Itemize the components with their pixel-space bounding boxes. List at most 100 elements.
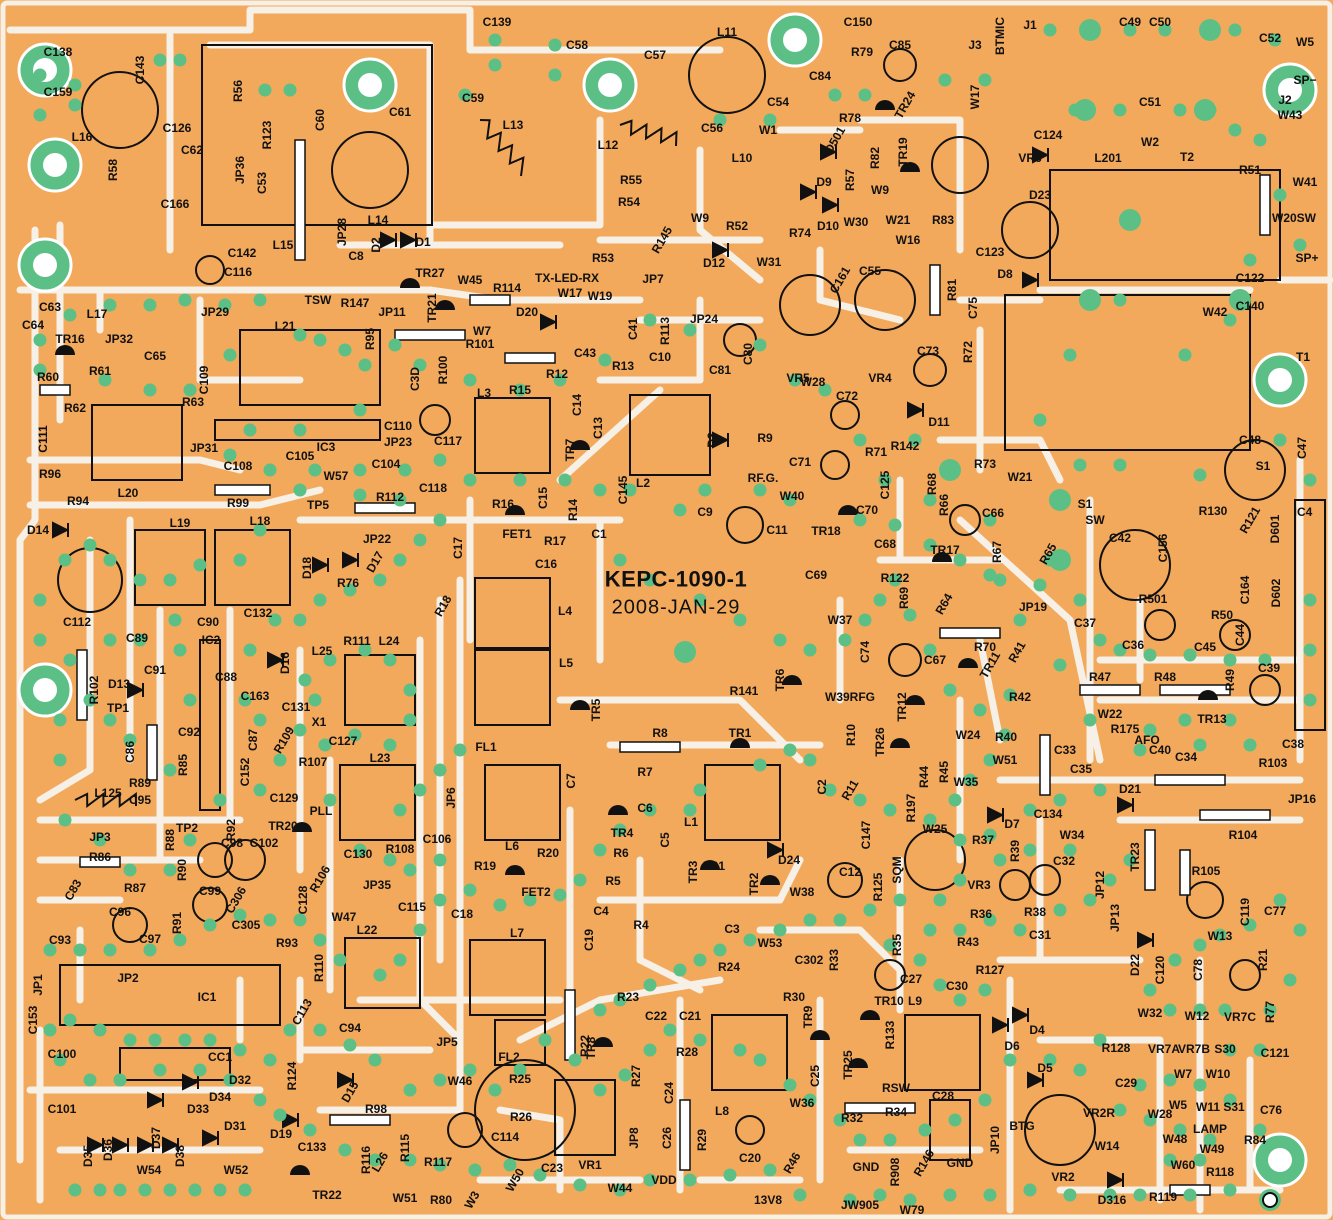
solder-pad: [293, 913, 307, 927]
solder-pad: [393, 553, 407, 567]
solder-pad: [753, 483, 767, 497]
silk-label-r28: R28: [675, 1045, 699, 1059]
silk-label-c150: C150: [843, 15, 873, 29]
silk-label-vdd: VDD: [651, 1173, 677, 1187]
silk-label-c72: C72: [835, 389, 859, 403]
silk-label-r31: R31: [702, 859, 726, 873]
silk-label-tp5: TP5: [306, 498, 330, 512]
solder-pad: [763, 113, 777, 127]
silk-label-c116: C116: [223, 265, 253, 279]
l3-coil-outline: [474, 397, 551, 474]
solder-pad: [413, 923, 427, 937]
silk-label-c38: C38: [1281, 737, 1305, 751]
silk-label-d13: D13: [107, 677, 131, 691]
silk-label-c152: C152: [238, 757, 252, 787]
silk-label-c27: C27: [899, 972, 923, 986]
solder-pad: [553, 373, 567, 387]
large-pad: [1194, 99, 1216, 121]
solder-pad: [983, 513, 997, 527]
solder-pad: [68, 1183, 82, 1197]
silk-label-r94: R94: [66, 494, 90, 508]
silk-label-r105: R105: [1191, 864, 1221, 878]
silk-label-s30: S30: [1214, 1042, 1236, 1056]
solder-pad: [673, 963, 687, 977]
silk-label-r69: R69: [897, 586, 911, 610]
solder-pad: [1303, 593, 1317, 607]
d33-diode: [147, 1091, 165, 1109]
tr8-transistor: [593, 1037, 613, 1047]
silk-label-tr1: TR1: [728, 726, 752, 740]
solder-pad: [253, 1093, 267, 1107]
silk-label-r98: R98: [364, 1102, 388, 1116]
mounting-hole-center: [358, 73, 382, 97]
r21-ring: [1229, 959, 1261, 991]
solder-pad: [63, 1013, 77, 1027]
solder-pad: [1123, 23, 1137, 37]
solder-pad: [823, 783, 837, 797]
silk-label-c110: C110: [383, 419, 413, 433]
solder-pad: [393, 803, 407, 817]
silk-label-r67: R67: [990, 540, 1004, 564]
silk-label-w21b: W21: [1007, 470, 1033, 484]
solder-pad: [1178, 713, 1192, 727]
silk-label-r25: R25: [508, 1072, 532, 1086]
silk-label-tr20: TR20: [268, 819, 298, 833]
silk-label-fl2: FL2: [498, 1050, 520, 1064]
solder-pad: [43, 1023, 57, 1037]
solder-pad: [123, 733, 137, 747]
r70-body: [939, 627, 1001, 639]
solder-pad: [433, 763, 447, 777]
solder-pad: [458, 88, 472, 102]
solder-pad: [213, 1183, 227, 1197]
solder-pad: [713, 943, 727, 957]
silk-label-r29: R29: [695, 1128, 709, 1152]
silk-label-w39rfg: W39RFG: [824, 690, 876, 704]
silk-label-c121: C121: [1260, 1046, 1290, 1060]
silk-label-txledrx: TX-LED-RX: [535, 271, 599, 285]
silk-label-d602: D602: [1269, 578, 1283, 608]
silk-label-vr5: VR5: [786, 371, 810, 385]
silk-label-r37: R37: [971, 833, 995, 847]
solder-pad: [923, 538, 937, 552]
solder-pad: [273, 753, 287, 767]
solder-pad: [733, 613, 747, 627]
silk-label-c64: C64: [21, 318, 45, 332]
silk-label-jp24: JP24: [689, 312, 719, 326]
solder-pad: [1123, 853, 1137, 867]
solder-pad: [1113, 643, 1127, 657]
silk-label-vr1: VR1: [578, 1158, 602, 1172]
c73-capacitor-ring: [913, 353, 947, 387]
solder-pad: [353, 403, 367, 417]
solder-pad: [353, 488, 367, 502]
solder-pad: [453, 743, 467, 757]
solder-pad: [548, 68, 562, 82]
silk-label-c4: C4: [593, 904, 609, 918]
silk-label-c153: C153: [26, 1005, 40, 1035]
silk-label-r17: R17: [543, 534, 567, 548]
solder-pad: [1218, 1003, 1232, 1017]
solder-pad: [1103, 1188, 1117, 1202]
solder-pad: [113, 1073, 127, 1087]
silk-label-r48: R48: [1153, 670, 1177, 684]
silk-label-c67: C67: [923, 653, 947, 667]
solder-pad: [1223, 1183, 1237, 1197]
silk-label-tp1: TP1: [106, 701, 130, 715]
silk-label-d34: D34: [208, 1090, 232, 1104]
solder-pad: [203, 918, 217, 932]
solder-pad: [888, 573, 902, 587]
silk-label-jp11: JP11: [378, 305, 406, 319]
silk-label-c127: C127: [328, 734, 358, 748]
d37-diode: [137, 1136, 155, 1154]
r102-body: [76, 649, 88, 721]
solder-pad: [1173, 1123, 1187, 1137]
solder-pad: [828, 88, 842, 102]
large-pad: [939, 459, 961, 481]
silk-label-s1b: S1: [1077, 497, 1093, 511]
silk-label-c159: C159: [43, 85, 73, 99]
solder-pad: [348, 728, 362, 742]
silk-label-d11: D11: [928, 415, 950, 429]
solder-pad: [953, 873, 967, 887]
solder-pad: [463, 373, 477, 387]
silk-label-jp28: JP28: [335, 217, 349, 247]
solder-pad: [973, 703, 987, 717]
